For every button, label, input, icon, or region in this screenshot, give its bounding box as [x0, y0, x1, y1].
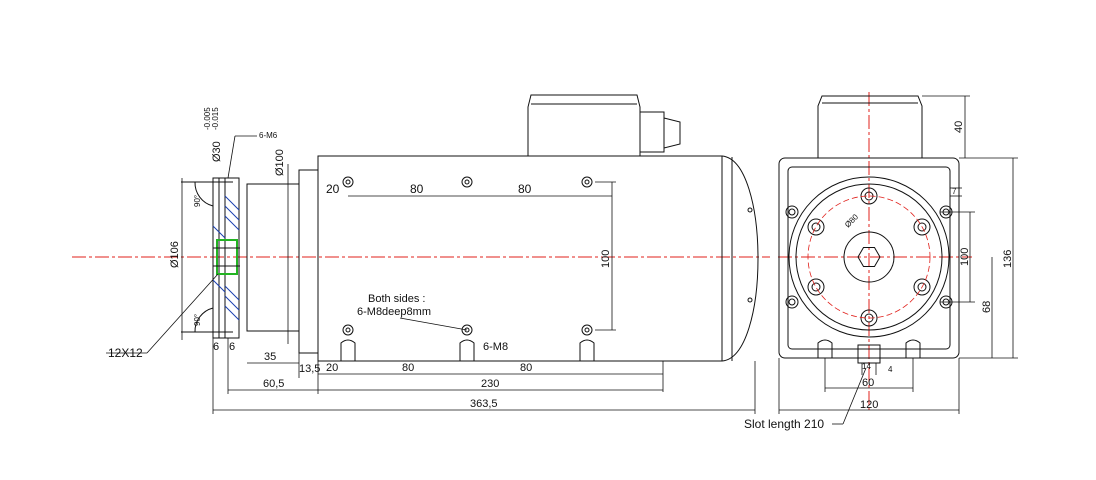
nose-dia: Ø100	[274, 149, 286, 176]
bottom-thread: 6-M8	[483, 341, 508, 353]
tol-lower: -0.015	[211, 107, 220, 130]
dim-14: 14	[862, 362, 871, 371]
dim-4: 4	[888, 365, 893, 374]
dim-120: 120	[860, 399, 878, 411]
dim-100: 100	[959, 248, 971, 266]
side-dimension-lines	[106, 135, 756, 414]
dim-60: 60	[862, 377, 874, 389]
angle-bottom: 90°	[193, 314, 202, 326]
bot-230: 230	[481, 378, 499, 390]
hole-spec: 6-M6	[259, 131, 278, 140]
bot-80a: 80	[402, 362, 414, 374]
centerlines	[72, 92, 972, 410]
pcd-80: Ø80	[843, 212, 860, 229]
slot-length: Slot length 210	[744, 417, 824, 431]
top-80a: 80	[410, 182, 424, 196]
dim-40: 40	[953, 121, 965, 133]
d13-5: 13,5	[299, 363, 320, 375]
side-view-labels: -0.005 -0.015 Ø30 6-M6 Ø100 90° 90° Ø106…	[108, 107, 612, 410]
angle-top: 90°	[193, 195, 202, 207]
top-mount-holes	[342, 176, 593, 336]
note-line2: 6-M8deep8mm	[357, 306, 431, 318]
top-80b: 80	[518, 182, 532, 196]
t1: 6	[213, 341, 219, 353]
bot-80b: 80	[520, 362, 532, 374]
tol-upper: -0.005	[203, 107, 212, 130]
front-dimension-lines	[778, 95, 1018, 425]
shaft-dia: Ø30	[211, 141, 223, 162]
top-20: 20	[326, 182, 340, 196]
d35: 35	[264, 351, 276, 363]
d363-5: 363,5	[470, 398, 498, 410]
height-100: 100	[600, 250, 612, 268]
t2: 6	[229, 341, 235, 353]
d60-5: 60,5	[263, 378, 284, 390]
bottom-bolts	[340, 339, 595, 361]
dim-68: 68	[981, 301, 993, 313]
flange-dia: Ø106	[169, 241, 181, 268]
front-view	[778, 95, 960, 364]
motor-body	[317, 94, 759, 362]
pitch-circle	[807, 195, 931, 319]
bar-size: 12X12	[108, 346, 143, 360]
dim-7: 7	[952, 187, 957, 196]
bot-20: 20	[326, 362, 338, 374]
note-line1: Both sides :	[368, 293, 425, 305]
dim-136: 136	[1002, 250, 1014, 268]
flange-assembly	[181, 169, 319, 354]
